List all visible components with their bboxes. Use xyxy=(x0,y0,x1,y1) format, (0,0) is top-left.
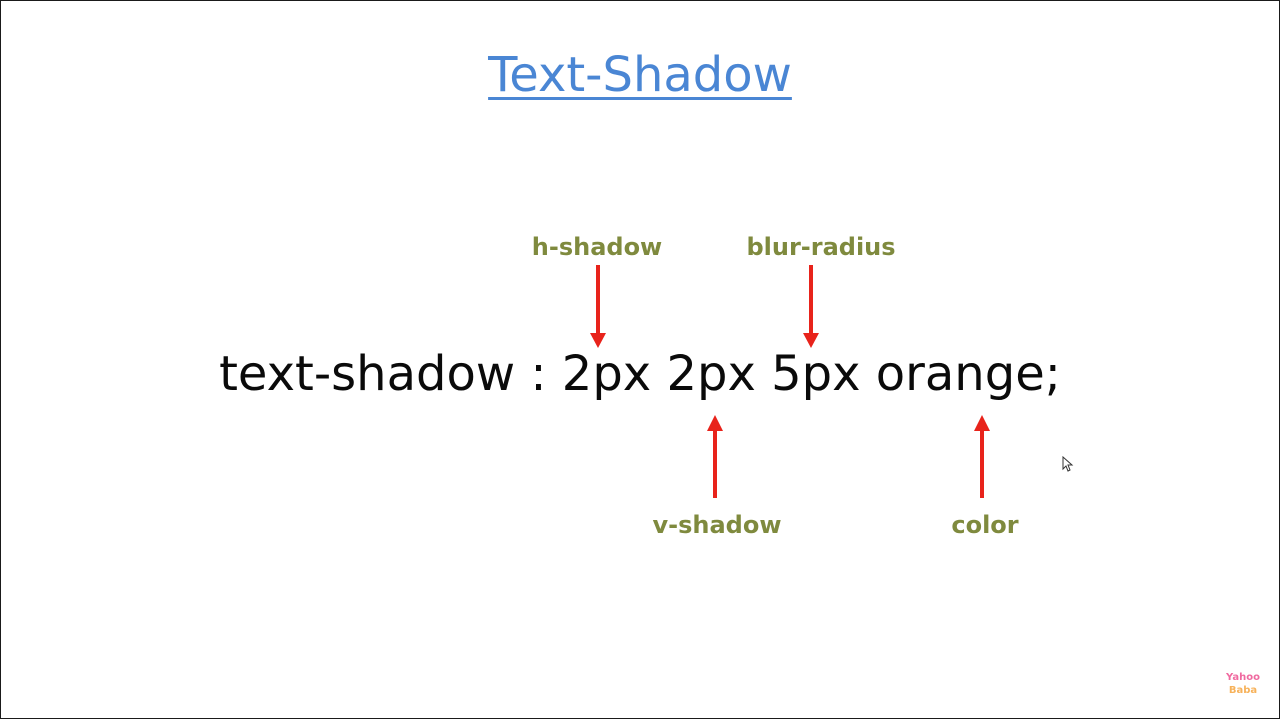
label-blur-radius: blur-radius xyxy=(746,233,896,261)
arrow-color-icon xyxy=(974,415,990,498)
svg-text:Yahoo: Yahoo xyxy=(1225,672,1260,683)
code-line: text-shadow : 2px 2px 5px orange; xyxy=(219,346,1061,402)
arrow-v-shadow-icon xyxy=(707,415,723,498)
slide-title: Text-Shadow xyxy=(1,45,1279,105)
label-h-shadow: h-shadow xyxy=(531,233,663,261)
arrow-blur-radius-icon xyxy=(803,265,819,348)
svg-text:Baba: Baba xyxy=(1229,685,1257,696)
label-color: color xyxy=(951,511,1019,539)
mouse-pointer-icon xyxy=(1062,456,1074,472)
yahoo-baba-logo: Yahoo Baba xyxy=(1225,672,1260,696)
label-v-shadow: v-shadow xyxy=(652,511,782,539)
slide-title-text: Text-Shadow xyxy=(488,47,792,103)
arrow-h-shadow-icon xyxy=(590,265,606,348)
